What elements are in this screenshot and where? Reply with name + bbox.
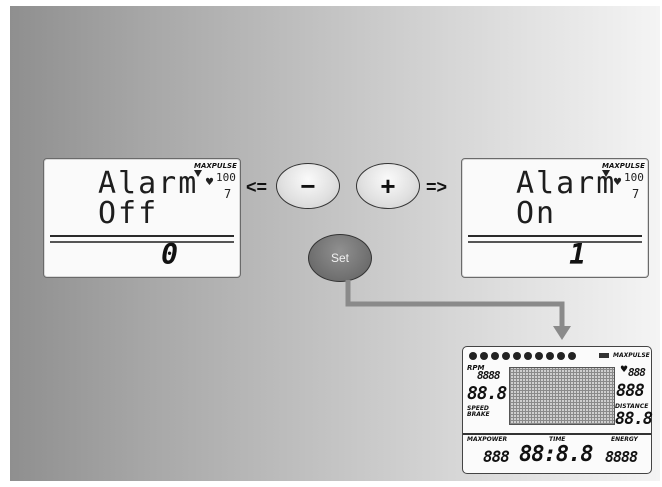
left-display-value: 0 [161, 238, 178, 271]
right-display-line2: On [516, 196, 557, 231]
right-pulse-sub: 7 [632, 187, 640, 201]
arrowhead-icon [553, 326, 571, 340]
left-heart-icon: ♥ [205, 177, 214, 188]
cockpit-speed-value: 88.8 [467, 383, 507, 404]
right-display-line1: Alarm [516, 166, 617, 201]
program-dot-icon [535, 352, 543, 360]
cockpit-maxpulse-label: MAXPULSE [613, 352, 650, 359]
left-divider-thin [50, 241, 234, 243]
right-triangle-icon [602, 170, 610, 177]
left-arrow-text: <= [246, 177, 268, 197]
left-triangle-icon [194, 170, 202, 177]
plus-button[interactable]: + [356, 163, 420, 209]
cockpit-time-value: 88:8.8 [519, 442, 593, 467]
right-maxpulse-label: MAXPULSE [602, 162, 645, 170]
cockpit-maxpower-label: MAXPOWER [467, 436, 508, 443]
cockpit-power-value: 888 [483, 447, 510, 466]
minus-button[interactable]: − [276, 163, 340, 209]
program-dot-icon [480, 352, 488, 360]
cockpit-time-label: TIME [549, 436, 566, 443]
program-dot-icon [557, 352, 565, 360]
cockpit-speed-label: SPEED [467, 405, 489, 412]
program-dot-icon [513, 352, 521, 360]
set-button[interactable]: Set [308, 234, 372, 282]
left-pulse-sub: 7 [224, 187, 232, 201]
left-divider [50, 235, 234, 237]
cockpit-pulse-value-large: 888 [616, 381, 645, 401]
right-divider [468, 235, 642, 237]
left-lcd-display: Alarm Off MAXPULSE ♥ 100 7 0 [43, 158, 241, 278]
program-dot-icon [546, 352, 554, 360]
cockpit-distance-label: DISTANCE [615, 403, 649, 410]
cockpit-rpm-label: RPM [467, 364, 485, 372]
cockpit-display: MAXPULSE RPM 8888 88.8 SPEED BRAKE ♥ 888… [462, 346, 653, 474]
cockpit-brake-label: BRAKE [467, 411, 490, 418]
right-heart-icon: ♥ [613, 177, 622, 188]
connector-arrow [345, 280, 571, 340]
program-dot-icon [568, 352, 576, 360]
right-display-value: 1 [569, 238, 586, 271]
cockpit-rpm-value: 8888 [477, 369, 500, 382]
program-dot-icon [469, 352, 477, 360]
set-label: Set [330, 251, 349, 265]
left-display-line1: Alarm [98, 166, 199, 201]
left-display-line2: Off [98, 196, 159, 231]
plus-label: + [380, 170, 396, 201]
cockpit-heart-icon: ♥ [620, 365, 629, 375]
battery-icon [599, 353, 609, 358]
cockpit-distance-value: 88.8 [615, 409, 653, 429]
cockpit-pulse-value: 888 [628, 366, 646, 379]
program-dot-icon [502, 352, 510, 360]
cockpit-bar-grid [509, 367, 615, 425]
right-arrow-text: => [426, 177, 448, 197]
diagram-background: Alarm Off MAXPULSE ♥ 100 7 0 <= − + => S… [10, 6, 660, 481]
left-maxpulse-label: MAXPULSE [194, 162, 237, 170]
cockpit-energy-value: 8888 [605, 448, 638, 466]
right-lcd-display: Alarm On MAXPULSE ♥ 100 7 1 [461, 158, 649, 278]
right-pulse-value: 100 [624, 171, 644, 184]
cockpit-energy-label: ENERGY [611, 436, 638, 443]
left-pulse-value: 100 [216, 171, 236, 184]
program-dot-icon [524, 352, 532, 360]
cockpit-divider [463, 433, 651, 435]
right-divider-thin [468, 241, 642, 243]
program-dot-icon [491, 352, 499, 360]
minus-label: − [300, 170, 316, 201]
